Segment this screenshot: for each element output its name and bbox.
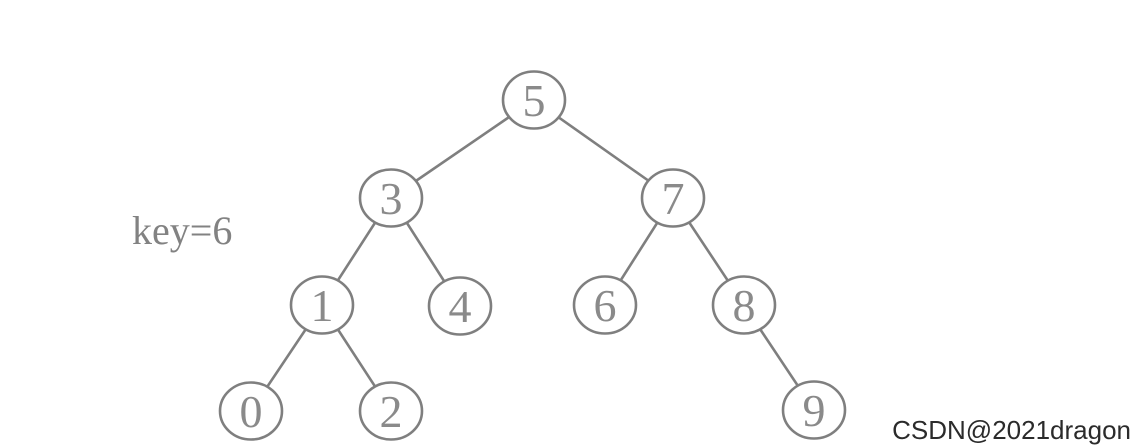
watermark-text: CSDN@2021dragon [892,415,1131,446]
tree-node-circle-3 [358,168,424,228]
tree-node-label-3: 3 [380,173,403,224]
tree-edges [249,98,816,413]
tree-node-label-7: 7 [662,173,685,224]
tree-node-4: 4 [427,276,493,336]
tree-node-circle-2 [358,381,424,441]
tree-node-circle-8 [711,275,777,335]
tree-node-circle-0 [218,381,284,441]
tree-node-circle-5 [501,70,567,130]
tree-node-circle-4 [427,276,493,336]
tree-node-5: 5 [501,70,567,130]
tree-node-6: 6 [572,275,638,335]
tree-node-label-0: 0 [240,386,263,437]
tree-node-label-2: 2 [380,386,403,437]
tree-node-label-9: 9 [803,385,826,436]
tree-node-circle-9 [781,380,847,440]
tree-node-9: 9 [781,380,847,440]
tree-node-circle-6 [572,275,638,335]
tree-nodes: 5 3 7 1 4 6 8 0 2 9 [218,70,847,441]
tree-node-label-5: 5 [523,75,546,126]
tree-node-0: 0 [218,381,284,441]
tree-node-circle-7 [640,168,706,228]
tree-node-7: 7 [640,168,706,228]
key-annotation: key=6 [132,208,233,253]
tree-node-circle-1 [289,275,355,335]
tree-node-2: 2 [358,381,424,441]
tree-node-8: 8 [711,275,777,335]
tree-node-1: 1 [289,275,355,335]
tree-node-label-6: 6 [594,280,617,331]
tree-node-label-1: 1 [311,280,334,331]
tree-node-3: 3 [358,168,424,228]
tree-node-label-4: 4 [449,281,472,332]
tree-node-label-8: 8 [733,280,756,331]
